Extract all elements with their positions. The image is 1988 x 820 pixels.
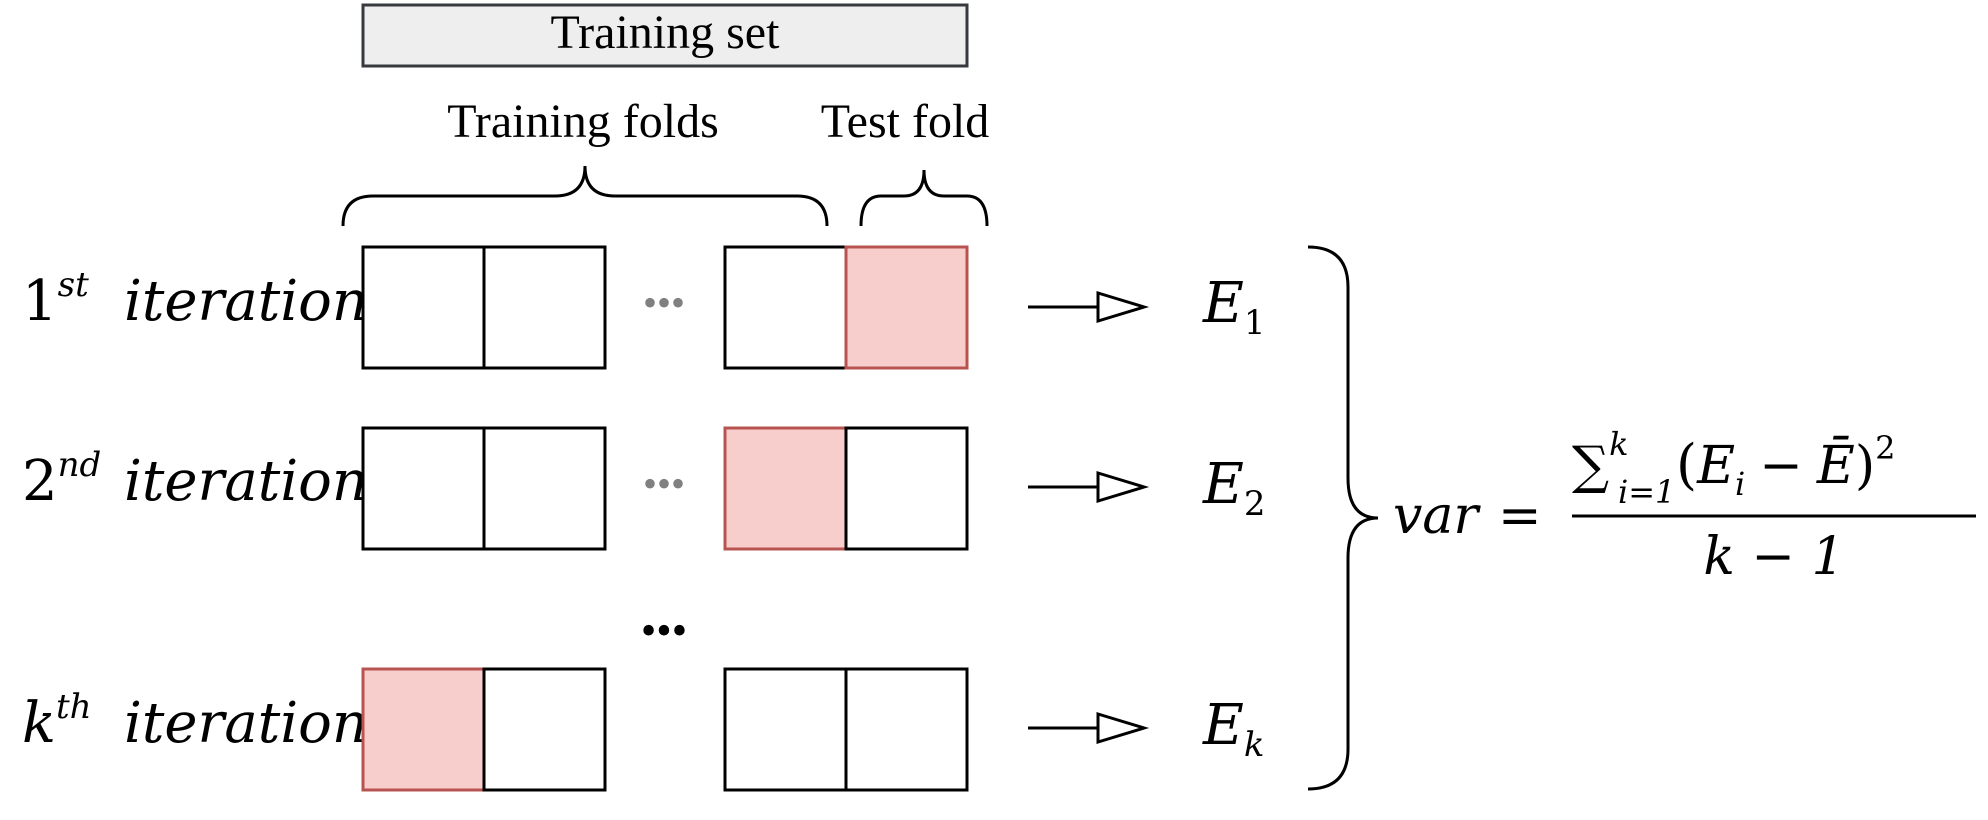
training-folds-label: Training folds [447,95,719,148]
power: 2 [1875,429,1895,467]
iteration-label: kth iteration [22,687,368,756]
training-folds-brace [341,165,829,227]
fold-box [723,667,848,792]
fold-box [844,426,969,551]
iteration-suffix: th [56,687,92,727]
test-fold-brace [859,169,989,227]
iteration-ordinal: k [22,691,56,756]
rows-ellipsis: ••• [641,606,687,655]
training-set-header: Training set [361,3,969,68]
fold-box [482,426,607,551]
sum-icon: ∑ [1572,436,1609,496]
iteration-word: iteration [124,269,368,334]
fold-ellipsis: ••• [643,461,685,506]
iteration-ordinal: 1 [22,269,58,334]
fold-box [361,426,486,551]
term-subscript: i [1735,465,1745,503]
iteration-suffix: st [58,265,89,305]
fold-box [844,667,969,792]
iteration-word: iteration [124,691,368,756]
test-fold-box [361,667,486,792]
training-set-box [361,3,969,68]
test-fold-label: Test fold [821,95,990,148]
arrow-head [1096,290,1150,324]
formula-denominator: k − 1 [1703,527,1844,587]
error-subscript: 2 [1244,484,1266,524]
iteration-label: 1st iteration [22,265,368,334]
iteration-suffix: nd [58,445,102,485]
iteration-label: 2nd iteration [22,445,368,514]
sum-upper: k [1609,425,1628,463]
fold-box [361,245,486,370]
fold-box [723,245,848,370]
fold-box [482,245,607,370]
arrow-head [1096,470,1150,504]
error-label: Ek [1202,693,1265,765]
error-subscript: k [1244,725,1265,765]
iteration-ordinal: 2 [22,449,58,514]
formula-lhs: var [1393,486,1481,546]
error-label: E1 [1202,271,1266,343]
test-fold-box [844,245,969,370]
error-subscript: 1 [1244,303,1266,343]
sum-lower: i=1 [1618,473,1675,511]
arrow-head [1096,711,1150,745]
fold-ellipsis: ••• [643,280,685,325]
formula-equals: = [1498,486,1542,546]
errors-brace [1307,245,1379,791]
fold-box [482,667,607,792]
mean-symbol: Ē [1816,436,1855,496]
iteration-word: iteration [124,449,368,514]
test-fold-box [723,426,848,551]
error-label: E2 [1202,452,1266,524]
training-set-label: Training set [551,6,781,59]
